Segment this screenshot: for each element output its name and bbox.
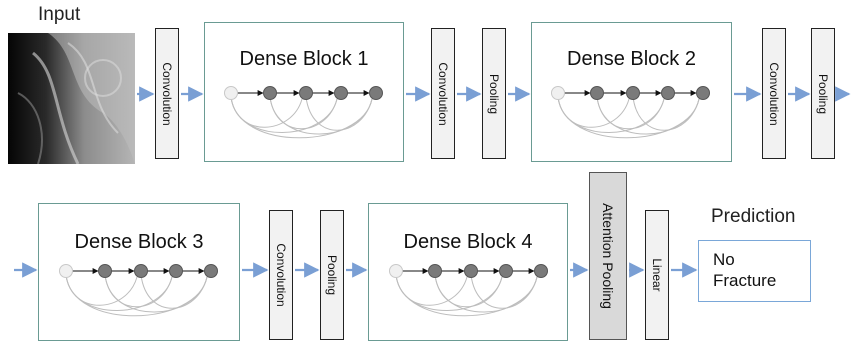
input-node xyxy=(389,264,403,278)
feature-node xyxy=(204,264,218,278)
dense-block-1-label: Dense Block 1 xyxy=(239,48,369,70)
skip-connection xyxy=(230,96,303,128)
skip-connection xyxy=(557,96,665,133)
attention-pooling-layer: Attention Pooling xyxy=(589,172,627,340)
skip-connection xyxy=(395,274,468,306)
convolution-layer-1: Convolution xyxy=(155,28,179,159)
skip-connection xyxy=(470,274,538,309)
skip-connection xyxy=(395,274,503,311)
input-node xyxy=(551,86,565,100)
convolution-layer-4: Convolution xyxy=(269,210,293,340)
feature-node xyxy=(499,264,513,278)
dense-block-3-label: Dense Block 3 xyxy=(74,231,204,253)
input-node xyxy=(224,86,238,100)
feature-node xyxy=(299,86,313,100)
dense-block-2-nodes xyxy=(551,86,710,139)
pooling-layer-2: Pooling xyxy=(811,28,835,159)
dense-block-4-nodes xyxy=(389,264,548,317)
feature-node xyxy=(334,86,348,100)
feature-node xyxy=(661,86,675,100)
dense-block-1-nodes xyxy=(224,86,383,139)
xray-input-image xyxy=(8,33,135,164)
feature-node xyxy=(369,86,383,100)
skip-connection xyxy=(65,274,173,311)
skip-connection xyxy=(557,96,630,128)
skip-connection xyxy=(596,96,700,135)
feature-node xyxy=(534,264,548,278)
dense-block-4-label: Dense Block 4 xyxy=(403,231,533,253)
feature-node xyxy=(464,264,478,278)
prediction-output-line-2: Fracture xyxy=(713,271,777,290)
dense-block-3-nodes xyxy=(59,264,218,317)
pooling-layer-3: Pooling xyxy=(320,210,344,340)
dense-block-2-label: Dense Block 2 xyxy=(567,48,696,70)
convolution-layer-2: Convolution xyxy=(431,28,455,159)
input-title: Input xyxy=(38,4,81,25)
skip-connection xyxy=(230,96,338,133)
skip-connection xyxy=(269,96,373,135)
feature-node xyxy=(98,264,112,278)
feature-node xyxy=(590,86,604,100)
input-node xyxy=(59,264,73,278)
prediction-output-box: No Fracture xyxy=(698,240,811,302)
pooling-layer-1: Pooling xyxy=(482,28,506,159)
feature-node xyxy=(263,86,277,100)
feature-node xyxy=(134,264,148,278)
feature-node xyxy=(169,264,183,278)
convolution-layer-3: Convolution xyxy=(762,28,786,159)
xray-graphic xyxy=(8,33,135,164)
skip-connection xyxy=(104,274,208,313)
skip-connection xyxy=(305,96,373,131)
skip-connection xyxy=(632,96,700,131)
skip-connection xyxy=(434,274,538,313)
linear-layer: Linear xyxy=(645,210,669,340)
skip-connection xyxy=(65,274,138,306)
feature-node xyxy=(626,86,640,100)
prediction-output-line-1: No xyxy=(713,250,735,269)
prediction-title: Prediction xyxy=(711,206,796,227)
skip-connection xyxy=(140,274,208,309)
feature-node xyxy=(696,86,710,100)
feature-node xyxy=(428,264,442,278)
